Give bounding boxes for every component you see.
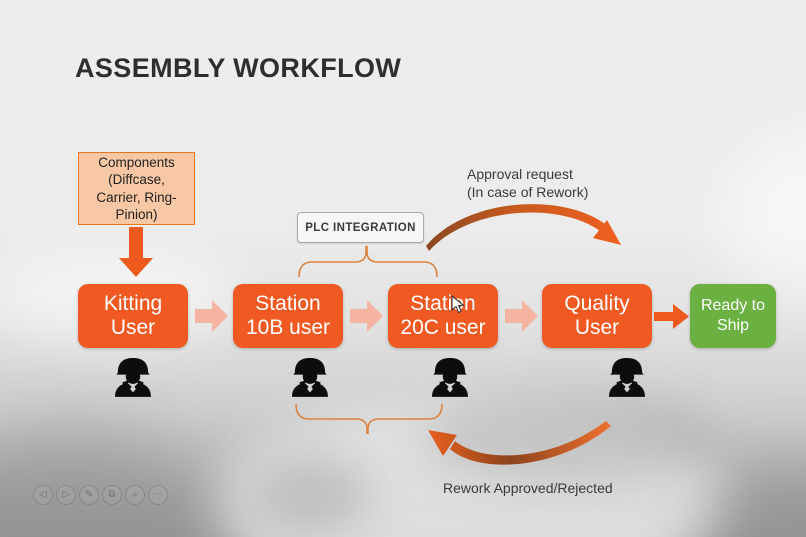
ship-arrow-icon <box>654 304 689 329</box>
background-photo-blob <box>690 460 806 537</box>
rework-note: Rework Approved/Rejected <box>443 480 613 496</box>
plc-integration-label: PLC INTEGRATION <box>305 221 416 234</box>
approval-request-arrow <box>426 204 621 251</box>
approval-request-note: Approval request (In case of Rework) <box>467 165 588 201</box>
worker-icon <box>292 358 328 397</box>
glyph: ◁ <box>39 489 47 500</box>
components-box-label: Components (Diffcase, Carrier, Ring-Pini… <box>96 154 177 222</box>
node-label: Station 10B user <box>245 291 331 339</box>
worker-icon <box>115 358 151 397</box>
slide-sorter-icon[interactable]: ⧉ <box>102 485 122 505</box>
node-label: Kitting User <box>103 291 163 339</box>
plc-bracket-bottom <box>295 403 443 434</box>
background-photo-blob <box>0 430 230 537</box>
zoom-tool-icon[interactable]: ⌕ <box>125 485 145 505</box>
rework-arrow <box>428 421 611 465</box>
background-photo-blob <box>720 130 806 300</box>
glyph: ⋯ <box>153 489 163 500</box>
glyph: ⌕ <box>132 489 138 500</box>
background-photo-blob <box>250 455 370 535</box>
presentation-controls: ◁ ▷ ✎ ⧉ ⌕ ⋯ <box>33 485 168 505</box>
flow-arrow-icon <box>505 300 538 332</box>
approval-request-line1: Approval request <box>467 166 573 182</box>
node-label: Ready to Ship <box>700 297 766 334</box>
node-station-20c-user: Station 20C user <box>388 284 498 348</box>
pen-tool-icon[interactable]: ✎ <box>79 485 99 505</box>
node-ready-to-ship: Ready to Ship <box>690 284 776 348</box>
worker-icon <box>432 358 468 397</box>
plc-bracket-top <box>298 246 438 278</box>
approval-request-line2: (In case of Rework) <box>467 184 589 200</box>
flow-arrow-icon <box>350 300 383 332</box>
previous-slide-icon[interactable]: ◁ <box>33 485 53 505</box>
down-arrow-icon <box>119 227 153 277</box>
node-label: Station 20C user <box>400 291 486 339</box>
node-label: Quality User <box>564 291 630 339</box>
page-title: ASSEMBLY WORKFLOW <box>75 53 402 83</box>
node-quality-user: Quality User <box>542 284 652 348</box>
plc-integration-box: PLC INTEGRATION <box>297 212 424 243</box>
mouse-cursor-icon <box>451 295 465 314</box>
glyph: ⧉ <box>108 489 116 500</box>
components-box: Components (Diffcase, Carrier, Ring-Pini… <box>78 152 195 225</box>
glyph: ✎ <box>84 489 94 500</box>
worker-icon <box>609 358 645 397</box>
background-photo-blob <box>420 395 720 485</box>
node-kitting-user: Kitting User <box>78 284 188 348</box>
next-slide-icon[interactable]: ▷ <box>56 485 76 505</box>
glyph: ▷ <box>62 489 70 500</box>
flow-arrow-icon <box>195 300 228 332</box>
more-options-icon[interactable]: ⋯ <box>148 485 168 505</box>
background-photo-blob <box>210 400 730 537</box>
node-station-10b-user: Station 10B user <box>233 284 343 348</box>
